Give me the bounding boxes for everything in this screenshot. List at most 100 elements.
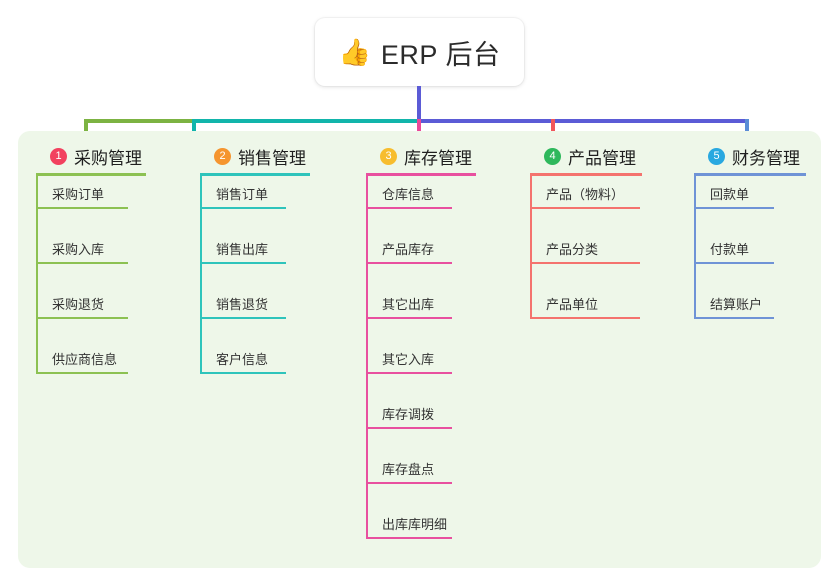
item-label: 采购入库 — [52, 242, 105, 257]
item-label: 库存调拨 — [382, 407, 435, 422]
item-label: 销售退货 — [216, 297, 269, 312]
trunk-segment-green — [84, 119, 192, 123]
branch-spine-4 — [530, 176, 532, 319]
root-node-card[interactable]: 👍 ERP 后台 — [315, 18, 524, 86]
branch-1-item-4[interactable]: 供应商信息 — [36, 344, 128, 374]
branch-spine-2 — [200, 176, 202, 374]
item-underline — [366, 317, 452, 319]
item-label: 仓库信息 — [382, 187, 435, 202]
branch-header-3[interactable]: 3 库存管理 — [366, 143, 472, 169]
branch-column-2: 2 销售管理销售订单销售出库销售退货客户信息 — [200, 143, 310, 374]
branch-2-item-3[interactable]: 销售退货 — [200, 289, 286, 319]
branch-underline-5 — [694, 173, 806, 176]
item-underline — [366, 482, 452, 484]
branch-badge-3: 3 — [380, 147, 397, 165]
item-label: 采购退货 — [52, 297, 105, 312]
branch-3-item-4[interactable]: 其它入库 — [366, 344, 452, 374]
branch-title-1: 采购管理 — [74, 148, 142, 168]
item-underline — [530, 207, 640, 209]
trunk-segment-purple — [419, 119, 749, 123]
branch-4-item-2[interactable]: 产品分类 — [530, 234, 640, 264]
branch-header-5[interactable]: 5 财务管理 — [694, 143, 800, 169]
item-underline — [694, 262, 774, 264]
branches-panel — [18, 131, 821, 568]
item-label: 产品单位 — [546, 297, 599, 312]
branch-3-item-5[interactable]: 库存调拨 — [366, 399, 452, 429]
item-label: 采购订单 — [52, 187, 105, 202]
item-label: 其它入库 — [382, 352, 435, 367]
branch-spine-3 — [366, 176, 368, 539]
branch-4-item-1[interactable]: 产品（物料） — [530, 179, 640, 209]
branch-1-item-2[interactable]: 采购入库 — [36, 234, 128, 264]
item-label: 供应商信息 — [52, 352, 118, 367]
item-underline — [530, 262, 640, 264]
trunk-segment-teal — [192, 119, 419, 123]
item-underline — [36, 262, 128, 264]
branch-5-item-1[interactable]: 回款单 — [694, 179, 774, 209]
item-underline — [200, 207, 286, 209]
item-label: 产品库存 — [382, 242, 435, 257]
item-underline — [36, 372, 128, 374]
item-label: 回款单 — [710, 187, 750, 202]
item-label: 销售订单 — [216, 187, 269, 202]
branch-3-item-3[interactable]: 其它出库 — [366, 289, 452, 319]
item-underline — [200, 372, 286, 374]
branch-badge-5: 5 — [708, 147, 725, 165]
branch-2-item-4[interactable]: 客户信息 — [200, 344, 286, 374]
item-label: 产品分类 — [546, 242, 599, 257]
branch-badge-2: 2 — [214, 147, 231, 165]
item-underline — [530, 317, 640, 319]
branch-3-item-6[interactable]: 库存盘点 — [366, 454, 452, 484]
branch-column-3: 3 库存管理仓库信息产品库存其它出库其它入库库存调拨库存盘点出库库明细 — [366, 143, 476, 539]
branch-header-2[interactable]: 2 销售管理 — [200, 143, 306, 169]
branch-underline-4 — [530, 173, 642, 176]
branch-underline-3 — [366, 173, 476, 176]
item-underline — [36, 317, 128, 319]
root-stem-connector — [417, 86, 421, 122]
branch-1-item-3[interactable]: 采购退货 — [36, 289, 128, 319]
branch-badge-4: 4 — [544, 147, 561, 165]
branch-spine-1 — [36, 176, 38, 374]
item-underline — [366, 262, 452, 264]
branch-header-1[interactable]: 1 采购管理 — [36, 143, 142, 169]
branch-underline-1 — [36, 173, 146, 176]
branch-title-3: 库存管理 — [404, 148, 472, 168]
branch-5-item-2[interactable]: 付款单 — [694, 234, 774, 264]
item-label: 库存盘点 — [382, 462, 435, 477]
item-underline — [366, 427, 452, 429]
branch-5-item-3[interactable]: 结算账户 — [694, 289, 774, 319]
item-label: 产品（物料） — [546, 187, 625, 202]
item-label: 出库库明细 — [382, 517, 448, 532]
item-underline — [200, 262, 286, 264]
branch-3-item-7[interactable]: 出库库明细 — [366, 509, 452, 539]
branch-3-item-2[interactable]: 产品库存 — [366, 234, 452, 264]
item-underline — [366, 372, 452, 374]
branch-header-4[interactable]: 4 产品管理 — [530, 143, 636, 169]
item-underline — [694, 317, 774, 319]
branch-spine-5 — [694, 176, 696, 319]
branch-title-4: 产品管理 — [568, 148, 636, 168]
item-label: 付款单 — [710, 242, 750, 257]
thumbs-up-icon: 👍 — [338, 37, 371, 67]
branch-4-item-3[interactable]: 产品单位 — [530, 289, 640, 319]
branch-title-5: 财务管理 — [732, 148, 800, 168]
item-underline — [694, 207, 774, 209]
item-label: 结算账户 — [710, 297, 763, 312]
item-label: 其它出库 — [382, 297, 435, 312]
branch-2-item-1[interactable]: 销售订单 — [200, 179, 286, 209]
branch-column-4: 4 产品管理产品（物料） 产品分类产品单位 — [530, 143, 642, 319]
item-underline — [200, 317, 286, 319]
item-underline — [36, 207, 128, 209]
branch-1-item-1[interactable]: 采购订单 — [36, 179, 128, 209]
branch-column-5: 5 财务管理回款单付款单结算账户 — [694, 143, 806, 319]
branch-2-item-2[interactable]: 销售出库 — [200, 234, 286, 264]
branch-badge-1: 1 — [50, 147, 67, 165]
branch-underline-2 — [200, 173, 310, 176]
branch-title-2: 销售管理 — [238, 148, 306, 168]
branch-3-item-1[interactable]: 仓库信息 — [366, 179, 452, 209]
item-underline — [366, 537, 452, 539]
item-label: 客户信息 — [216, 352, 269, 367]
item-underline — [366, 207, 452, 209]
branch-column-1: 1 采购管理采购订单采购入库采购退货供应商信息 — [36, 143, 146, 374]
